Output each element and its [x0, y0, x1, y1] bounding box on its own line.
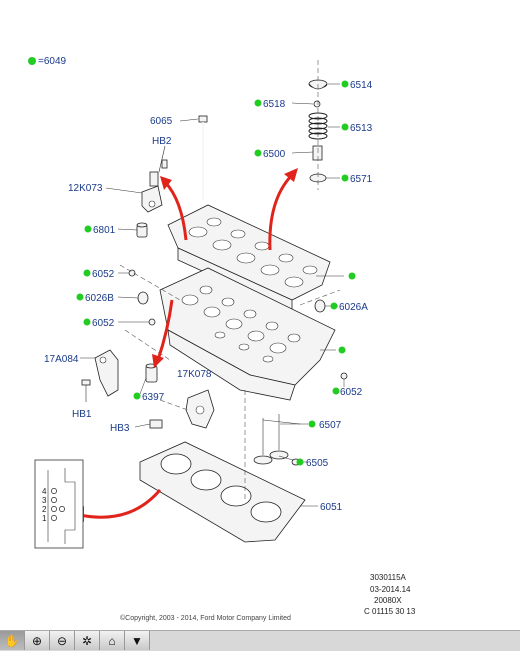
label-hb3: HB3	[110, 423, 130, 434]
bracket-17a084	[81, 349, 119, 402]
pan-icon: ✋	[4, 633, 20, 648]
zoom-out-icon: ⊖	[56, 633, 68, 648]
head-bolt	[198, 115, 208, 200]
head-gasket	[139, 441, 306, 543]
label-6571: 6571	[350, 174, 373, 185]
seal-6052-mid	[148, 318, 156, 326]
sensor-12k073	[141, 145, 168, 213]
legend-dot	[28, 57, 36, 65]
actuator-17k078	[149, 389, 215, 429]
code-3: 20080X	[374, 596, 402, 605]
label-6507: 6507	[319, 420, 342, 431]
viewer-toolbar: ✋ ⊕ ⊖ ✲ ⌂ ▼	[0, 630, 520, 651]
seal-6052-right	[340, 372, 348, 380]
home-icon: ⌂	[108, 633, 116, 648]
zoom-in-button[interactable]: ⊕	[25, 631, 50, 650]
inset-mark-2: 2	[42, 505, 47, 514]
code-4: C 01115 30 13	[364, 607, 416, 616]
label-6514: 6514	[350, 80, 373, 91]
pan-button[interactable]: ✋	[0, 631, 25, 650]
arrow-inset	[79, 489, 162, 519]
menu-down-button[interactable]: ▼	[125, 631, 150, 650]
label-6513: 6513	[350, 123, 373, 134]
inset-mark-4: 4	[42, 487, 47, 496]
fit-icon: ✲	[81, 633, 93, 648]
label-6518: 6518	[263, 99, 286, 110]
label-hb2: HB2	[152, 136, 172, 147]
home-button[interactable]: ⌂	[100, 631, 125, 650]
label-hb1: HB1	[72, 409, 92, 420]
label-6052-mid: 6052	[92, 318, 115, 329]
label-6801: 6801	[93, 225, 116, 236]
label-6065: 6065	[150, 116, 173, 127]
label-17k078: 17K078	[177, 369, 212, 380]
seal-6026a	[314, 299, 326, 313]
label-6397: 6397	[142, 392, 165, 403]
green-markers	[76, 80, 356, 466]
cylinder-mark-inset: 4 3 2 1	[34, 459, 84, 549]
label-6505: 6505	[306, 458, 329, 469]
valves	[253, 414, 301, 466]
code-1: 3030115A	[370, 573, 407, 582]
label-6052-right: 6052	[340, 387, 363, 398]
plug-6397	[145, 363, 158, 383]
valve-spring-stack	[308, 60, 328, 190]
label-6026b: 6026B	[85, 293, 114, 304]
copyright-text: ©Copyright, 2003 - 2014, Ford Motor Comp…	[120, 614, 291, 622]
label-12k073: 12K073	[68, 183, 103, 194]
seal-6026b	[137, 291, 149, 305]
label-6026a: 6026A	[339, 302, 368, 313]
label-6051: 6051	[320, 502, 343, 513]
inset-mark-3: 3	[42, 496, 47, 505]
label-17a084: 17A084	[44, 354, 79, 365]
cylinder-head	[159, 204, 336, 401]
code-2: 03-2014.14	[370, 585, 411, 594]
label-6052-top: 6052	[92, 269, 115, 280]
zoom-out-button[interactable]: ⊖	[50, 631, 75, 650]
fit-button[interactable]: ✲	[75, 631, 100, 650]
menu-down-icon: ▼	[131, 633, 143, 648]
legend-text: =6049	[38, 56, 67, 67]
label-6500: 6500	[263, 149, 286, 160]
inset-mark-1: 1	[42, 514, 47, 523]
plug-6801	[136, 222, 148, 238]
exploded-parts-diagram: =6049	[28, 56, 416, 622]
arrow-valve	[268, 173, 294, 251]
zoom-in-icon: ⊕	[31, 633, 43, 648]
arrow-plug	[156, 299, 174, 361]
